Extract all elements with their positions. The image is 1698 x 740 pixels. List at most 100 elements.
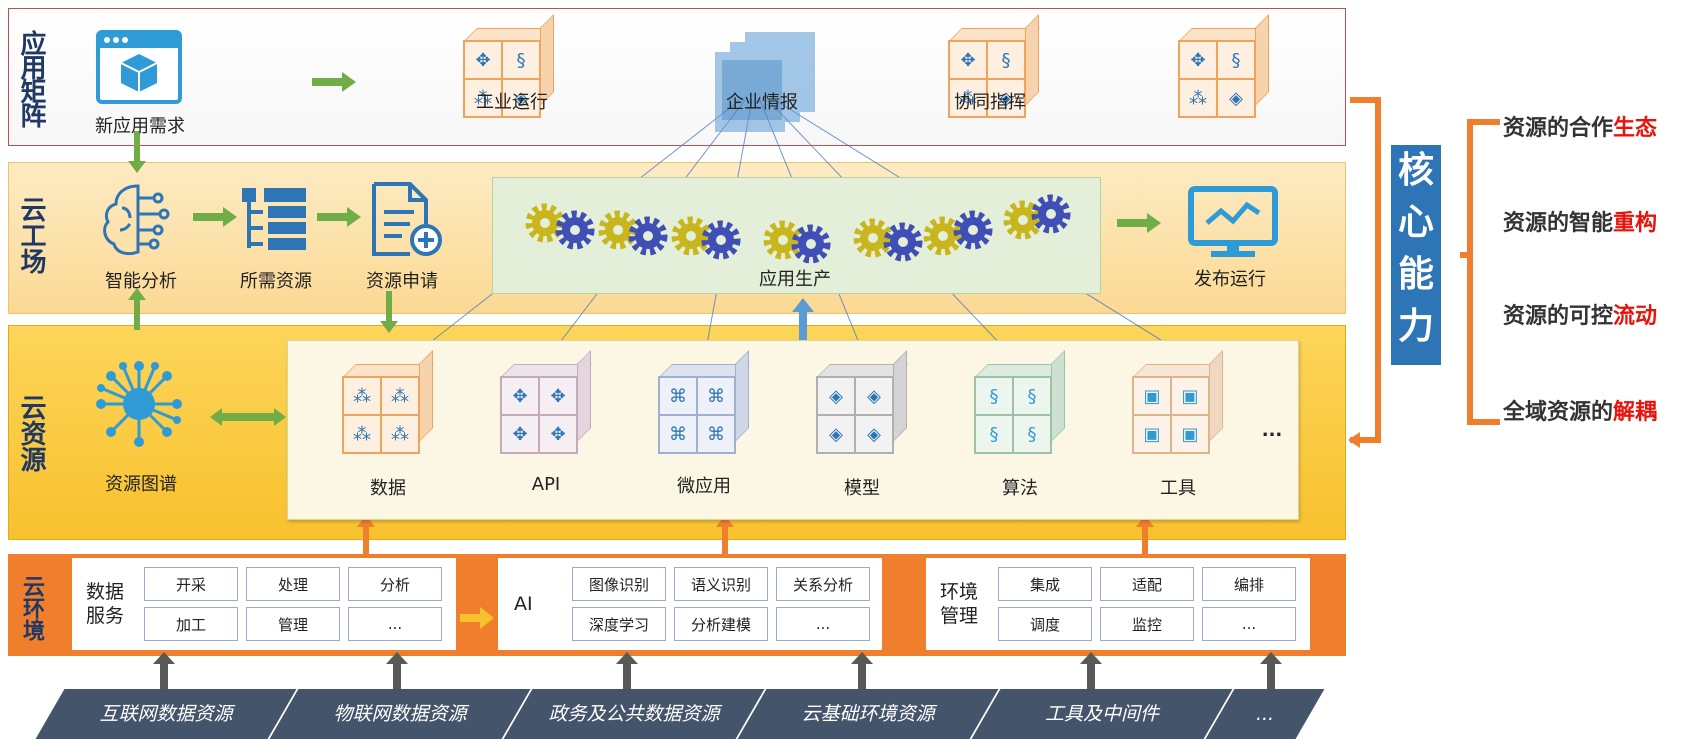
- env-cell: 集成: [998, 567, 1092, 601]
- core-item: 全域资源的解耦: [1503, 400, 1658, 425]
- toolbox-icon: ▣: [1133, 415, 1171, 453]
- env-cell: 加工: [144, 607, 238, 641]
- required-resources-label: 所需资源: [240, 271, 312, 292]
- smart-analysis-label: 智能分析: [105, 271, 177, 292]
- env-cell: ...: [776, 607, 870, 641]
- env-cell: 分析建模: [674, 607, 768, 641]
- resource-item-label: API: [531, 474, 561, 495]
- network-icon: ⁂: [381, 377, 419, 415]
- algorithm-icon: §: [502, 41, 540, 79]
- grid-icon: ⌘: [659, 415, 697, 453]
- model-icon: ◈: [987, 79, 1025, 117]
- toolbox-icon: ▣: [1171, 377, 1209, 415]
- model-icon: ◈: [502, 79, 540, 117]
- algorithm-icon: §: [987, 41, 1025, 79]
- resource-more-label: ...: [1261, 420, 1283, 441]
- puzzle-icon: ✥: [501, 415, 539, 453]
- model-cube: ◈ ◈ ◈ ◈: [816, 350, 908, 454]
- source-label: ...: [1255, 703, 1275, 725]
- model-icon: ◈: [1217, 79, 1255, 117]
- app-cube-extra: ✥ § ⁂ ◈: [1178, 14, 1270, 118]
- source-label: 物联网数据资源: [333, 703, 467, 725]
- algorithm-icon: §: [1013, 377, 1051, 415]
- env-cell: 适配: [1100, 567, 1194, 601]
- document-add-icon: [366, 180, 446, 260]
- monitor-chart-icon: [1187, 185, 1279, 261]
- core-item: 资源的可控流动: [1503, 304, 1658, 329]
- resource-item-label: 数据: [370, 478, 406, 499]
- ai-box: AI 图像识别 语义识别 关系分析 深度学习 分析建模 ...: [498, 558, 882, 650]
- collab-command-label: 协同指挥: [954, 92, 1026, 113]
- enterprise-intel-label: 企业情报: [726, 92, 798, 113]
- algorithm-icon: §: [975, 415, 1013, 453]
- data-cube: ⁂ ⁂ ⁂ ⁂: [342, 350, 434, 454]
- data-service-box: 数据 服务 开采 处理 分析 加工 管理 ...: [72, 558, 456, 650]
- industrial-operation-cube: ✥ § ⁂ ◈: [463, 14, 555, 118]
- source-block: 物联网数据资源: [269, 689, 531, 739]
- source-block: 工具及中间件: [971, 689, 1233, 739]
- resource-graph-icon: [95, 360, 183, 448]
- env-cell: ...: [1202, 607, 1296, 641]
- data-service-title: 数据 服务: [86, 581, 125, 627]
- enterprise-intel-cube: [710, 30, 820, 142]
- layer-label-cloud-factory: 云工场: [16, 196, 46, 274]
- algorithm-cube: § § § §: [974, 350, 1066, 454]
- env-cell: 图像识别: [572, 567, 666, 601]
- model-icon: ◈: [855, 377, 893, 415]
- env-cell: 关系分析: [776, 567, 870, 601]
- grid-icon: ⌘: [697, 377, 735, 415]
- source-label: 云基础环境资源: [801, 703, 935, 725]
- puzzle-icon: ✥: [949, 41, 987, 79]
- source-label: 工具及中间件: [1044, 703, 1159, 725]
- puzzle-icon: ✥: [464, 41, 502, 79]
- api-cube: ✥ ✥ ✥ ✥: [500, 350, 592, 454]
- toolbox-icon: ▣: [1171, 415, 1209, 453]
- core-item: 资源的智能重构: [1503, 211, 1658, 236]
- env-mgmt-box: 环境 管理 集成 适配 编排 调度 监控 ...: [926, 558, 1310, 650]
- resource-item-label: 算法: [1002, 478, 1038, 499]
- resource-graph-label: 资源图谱: [105, 474, 177, 495]
- source-block: ...: [1205, 689, 1325, 739]
- algorithm-icon: §: [1217, 41, 1255, 79]
- app-production-panel: [492, 177, 1101, 294]
- puzzle-icon: ✥: [1179, 41, 1217, 79]
- core-item: 资源的合作生态: [1503, 116, 1658, 141]
- model-icon: ◈: [817, 415, 855, 453]
- new-requirement-label: 新应用需求: [95, 116, 185, 137]
- model-icon: ◈: [855, 415, 893, 453]
- browser-box-icon: [96, 30, 182, 104]
- algorithm-icon: §: [975, 377, 1013, 415]
- resource-list-icon: [238, 186, 310, 254]
- source-block: 政务及公共数据资源: [503, 689, 765, 739]
- env-cell: 开采: [144, 567, 238, 601]
- brain-icon: [98, 178, 182, 262]
- app-matrix-band: [8, 8, 1346, 146]
- env-cell: 语义识别: [674, 567, 768, 601]
- core-capability-box: 核 心 能 力: [1391, 145, 1441, 365]
- network-icon: ⁂: [343, 377, 381, 415]
- algorithm-icon: §: [1013, 415, 1051, 453]
- publish-run-label: 发布运行: [1194, 269, 1266, 290]
- grid-icon: ⌘: [659, 377, 697, 415]
- env-cell: 分析: [348, 567, 442, 601]
- tool-cube: ▣ ▣ ▣ ▣: [1132, 350, 1224, 454]
- core-title-char: 心: [1397, 202, 1434, 243]
- source-block: 互联网数据资源: [35, 689, 297, 739]
- core-title-char: 核: [1397, 150, 1434, 191]
- puzzle-icon: ✥: [539, 415, 577, 453]
- app-production-label: 应用生产: [759, 269, 831, 290]
- ai-title: AI: [514, 593, 533, 615]
- network-icon: ⁂: [381, 415, 419, 453]
- env-cell: 调度: [998, 607, 1092, 641]
- micro-app-cube: ⌘ ⌘ ⌘ ⌘: [658, 350, 750, 454]
- resource-panel: [287, 340, 1299, 520]
- env-cell: 处理: [246, 567, 340, 601]
- core-title-char: 能: [1397, 254, 1434, 295]
- resource-application-label: 资源申请: [366, 271, 438, 292]
- collab-command-cube: ✥ § ⁂ ◈: [948, 14, 1040, 118]
- env-cell: ...: [348, 607, 442, 641]
- toolbox-icon: ▣: [1133, 377, 1171, 415]
- network-icon: ⁂: [464, 79, 502, 117]
- resource-item-label: 微应用: [677, 476, 731, 497]
- grid-icon: ⌘: [697, 415, 735, 453]
